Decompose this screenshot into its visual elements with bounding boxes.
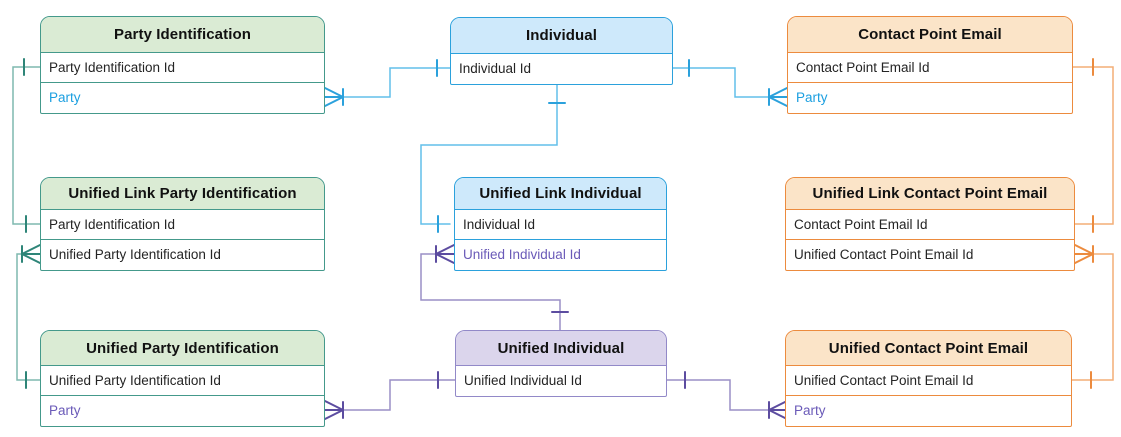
- relationship-individual-to-unifiedlinkindividual: [420, 82, 566, 233]
- field-party-link[interactable]: Party: [41, 83, 324, 113]
- entity-title[interactable]: Unified Contact Point Email: [786, 331, 1071, 366]
- entity-party-identification[interactable]: Party Identification Party Identificatio…: [40, 16, 325, 114]
- field-party-link[interactable]: Party: [41, 396, 324, 426]
- entity-unified-party-identification[interactable]: Unified Party Identification Unified Par…: [40, 330, 325, 427]
- field-unified-contact-point-email-id[interactable]: Unified Contact Point Email Id: [786, 240, 1074, 270]
- entity-title[interactable]: Unified Link Party Identification: [41, 178, 324, 210]
- relationship-contactpointemail-to-unifiedlinkcpe: [1072, 58, 1114, 233]
- entity-title[interactable]: Party Identification: [41, 17, 324, 53]
- entity-unified-link-individual[interactable]: Unified Link Individual Individual Id Un…: [454, 177, 667, 271]
- entity-title[interactable]: Contact Point Email: [788, 17, 1072, 53]
- relationship-unifiedindividual-to-unifiedcpe-party: [666, 371, 788, 420]
- field-party-link[interactable]: Party: [788, 83, 1072, 113]
- entity-title[interactable]: Unified Link Contact Point Email: [786, 178, 1074, 210]
- entity-title[interactable]: Unified Party Identification: [41, 331, 324, 366]
- relationship-unifiedlinkindividual-to-unifiedindividual: [420, 244, 569, 331]
- entity-unified-individual[interactable]: Unified Individual Unified Individual Id: [455, 330, 667, 397]
- field-contact-point-email-id[interactable]: Contact Point Email Id: [786, 210, 1074, 240]
- field-individual-id[interactable]: Individual Id: [455, 210, 666, 240]
- field-unified-individual-id-link[interactable]: Unified Individual Id: [455, 240, 666, 270]
- field-contact-point-email-id[interactable]: Contact Point Email Id: [788, 53, 1072, 83]
- field-party-identification-id[interactable]: Party Identification Id: [41, 210, 324, 240]
- entity-title[interactable]: Unified Individual: [456, 331, 666, 366]
- relationship-unifiedlinkpartyid-to-unifiedpartyid: [16, 244, 41, 389]
- entity-contact-point-email[interactable]: Contact Point Email Contact Point Email …: [787, 16, 1073, 114]
- relationship-unifiedpartyid-party-to-unifiedindividual: [324, 371, 456, 420]
- entity-unified-contact-point-email[interactable]: Unified Contact Point Email Unified Cont…: [785, 330, 1072, 427]
- relationship-unifiedlinkcpe-to-unifiedcpe: [1071, 244, 1114, 389]
- relationship-partyid-to-unifiedlinkpartyid: [12, 58, 41, 233]
- field-individual-id[interactable]: Individual Id: [451, 54, 672, 84]
- field-unified-party-identification-id[interactable]: Unified Party Identification Id: [41, 366, 324, 396]
- entity-unified-link-contact-point-email[interactable]: Unified Link Contact Point Email Contact…: [785, 177, 1075, 271]
- entity-title[interactable]: Individual: [451, 18, 672, 54]
- field-party-identification-id[interactable]: Party Identification Id: [41, 53, 324, 83]
- relationship-partyid-party-to-individual: [324, 59, 451, 107]
- relationship-individual-to-contactpointemail-party: [672, 59, 788, 107]
- field-unified-contact-point-email-id[interactable]: Unified Contact Point Email Id: [786, 366, 1071, 396]
- field-party-link[interactable]: Party: [786, 396, 1071, 426]
- entity-individual[interactable]: Individual Individual Id: [450, 17, 673, 85]
- field-unified-individual-id[interactable]: Unified Individual Id: [456, 366, 666, 396]
- field-unified-party-identification-id[interactable]: Unified Party Identification Id: [41, 240, 324, 270]
- entity-unified-link-party-identification[interactable]: Unified Link Party Identification Party …: [40, 177, 325, 271]
- entity-title[interactable]: Unified Link Individual: [455, 178, 666, 210]
